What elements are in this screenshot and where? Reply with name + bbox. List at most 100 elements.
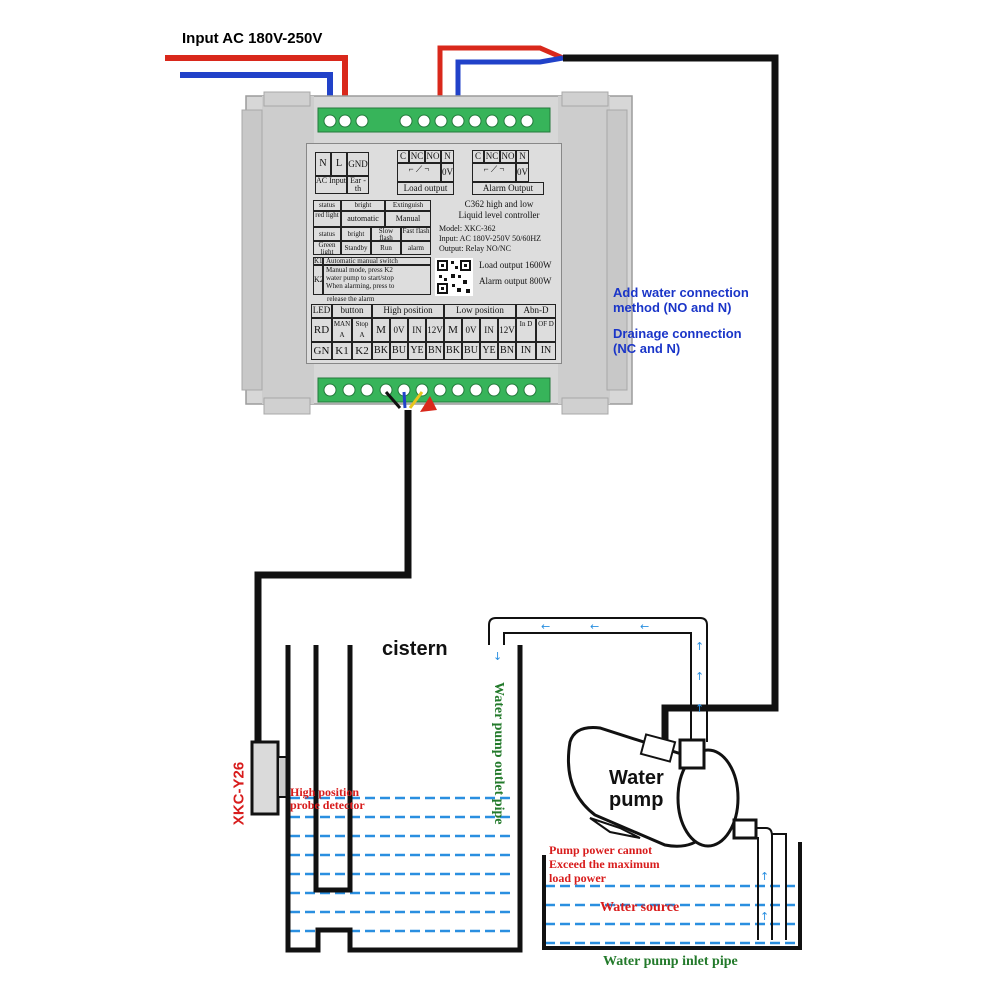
inlet-pipe-label: Water pump inlet pipe (603, 954, 738, 969)
svg-text:←: ← (640, 620, 649, 633)
drainage-note-line-1: Drainage connection (613, 326, 742, 341)
status-header-1: status (313, 200, 341, 211)
wiring-low-0v: 0V (462, 318, 480, 342)
power-ac-input: AC Input (315, 176, 347, 194)
svg-text:↑: ↑ (760, 870, 769, 883)
wiring-of-d: OF D (536, 318, 556, 342)
alarm-no: NO (500, 150, 516, 163)
wiring-header-low: Low position (444, 304, 516, 318)
switch-k1-label: K1 (313, 257, 323, 265)
status-red-light: red light (313, 211, 341, 227)
power-n: N (315, 152, 331, 176)
wiring-header-abnd: Abn-D (516, 304, 556, 318)
wiring-in-d: In D (516, 318, 536, 342)
wiring-low-ye: YE (480, 342, 498, 360)
svg-text:↑: ↑ (695, 640, 704, 653)
status-header-2: status (313, 227, 341, 241)
drainage-note-line-2: (NC and N) (613, 341, 681, 356)
wiring-stop-a: Stop A (352, 318, 372, 342)
status-fast-flash: Fast flash (401, 227, 431, 241)
svg-text:←: ← (541, 620, 550, 633)
xkc-y26-sensor (250, 740, 289, 816)
alarm-rating: Alarm output 800W (479, 276, 552, 286)
wiring-low-12v: 12V (498, 318, 516, 342)
wiring-low-bn: BN (498, 342, 516, 360)
wiring-high-bk: BK (372, 342, 390, 360)
wiring-low-bu: BU (462, 342, 480, 360)
wiring-high-0v: 0V (390, 318, 408, 342)
model-subtitle: Liquid level controller (458, 210, 540, 220)
switch-k2-line-3: When alarming, press to (326, 282, 395, 290)
status-automatic: automatic (341, 211, 385, 227)
status-manual: Manual (385, 211, 431, 227)
pump-warning-line-2: Exceed the maximum (549, 857, 660, 871)
switch-k1-text: Automatic manual switch (323, 257, 431, 265)
wiring-high-bu: BU (390, 342, 408, 360)
wiring-abnd-in-1: IN (516, 342, 536, 360)
water-pump (566, 726, 758, 848)
pump-label-line-2: pump (609, 789, 664, 811)
water-source-tank: ↑↑ (542, 827, 802, 950)
wiring-high-ye: YE (408, 342, 426, 360)
load-n: N (441, 150, 454, 163)
svg-text:↑: ↑ (760, 910, 769, 923)
load-nc: NC (409, 150, 425, 163)
probe-label-line-1: High position (290, 785, 360, 799)
switch-k2-line-1: Manual mode, press K2 (326, 266, 393, 274)
svg-text:↓: ↓ (493, 650, 502, 663)
add-water-note-line-2: method (NO and N) (613, 300, 732, 315)
wiring-k2: K2 (352, 342, 372, 360)
svg-text:←: ← (590, 620, 599, 633)
alarm-c: C (472, 150, 484, 163)
status-standby: Standby (341, 241, 371, 255)
wiring-low-bk: BK (444, 342, 462, 360)
wiring-high-in: IN (408, 318, 426, 342)
switch-k2-label: K2 (313, 265, 323, 295)
status-alarm: alarm (401, 241, 431, 255)
wiring-low-in: IN (480, 318, 498, 342)
alarm-output-caption: Alarm Output (472, 182, 544, 195)
power-gnd: GND (347, 152, 369, 176)
alarm-nc: NC (484, 150, 500, 163)
alarm-0v: 0V (516, 163, 529, 182)
load-c: C (397, 150, 409, 163)
add-water-note-line-1: Add water connection (613, 285, 749, 300)
switch-k2-line-4: release the alarm (327, 295, 375, 303)
wiring-abnd-in-2: IN (536, 342, 556, 360)
wiring-rd: RD (311, 318, 332, 342)
power-l: L (331, 152, 347, 176)
alarm-relay-symbol: ⌐ ⟋ ¬ (472, 163, 516, 182)
wiring-k1: K1 (332, 342, 352, 360)
load-relay-symbol: ⌐ ⟋ ¬ (397, 163, 441, 182)
load-no: NO (425, 150, 441, 163)
wiring-high-bn: BN (426, 342, 444, 360)
wiring-header-high: High position (372, 304, 444, 318)
status-bright-2: bright (341, 227, 371, 241)
load-output-caption: Load output (397, 182, 454, 195)
wiring-high-12v: 12V (426, 318, 444, 342)
power-earth: Ear -th (347, 176, 369, 194)
sensor-label: XKC-Y26 (230, 761, 248, 826)
status-green-light: Green light (313, 241, 341, 255)
pump-warning-line-3: load power (549, 871, 606, 885)
status-extinguish: Extinguish (385, 200, 431, 211)
svg-text:↑: ↑ (695, 670, 704, 683)
alarm-n: N (516, 150, 529, 163)
probe-label-line-2: probe detector (290, 798, 365, 812)
ac-input-label: Input AC 180V-250V (182, 30, 323, 47)
pump-warning-line-1: Pump power cannot (549, 843, 653, 857)
outlet-pipe-label: Water pump outlet pipe (491, 682, 506, 825)
cistern-tank (285, 645, 523, 953)
load-output-wires (437, 45, 779, 745)
model-number: Model: XKC-362 (439, 224, 496, 233)
cistern-label: cistern (382, 638, 448, 660)
water-source-label: Water source (600, 900, 680, 915)
status-slow-flash: Slow flash (371, 227, 401, 241)
load-rating: Load output 1600W (479, 260, 552, 270)
svg-text:↑: ↑ (695, 702, 704, 715)
wiring-gn: GN (311, 342, 332, 360)
status-bright-1: bright (341, 200, 385, 211)
pump-label-line-1: Water (609, 767, 664, 789)
switch-k2-box: Manual mode, press K2 water pump to star… (323, 265, 431, 295)
wiring-header-led: LED (311, 304, 332, 318)
